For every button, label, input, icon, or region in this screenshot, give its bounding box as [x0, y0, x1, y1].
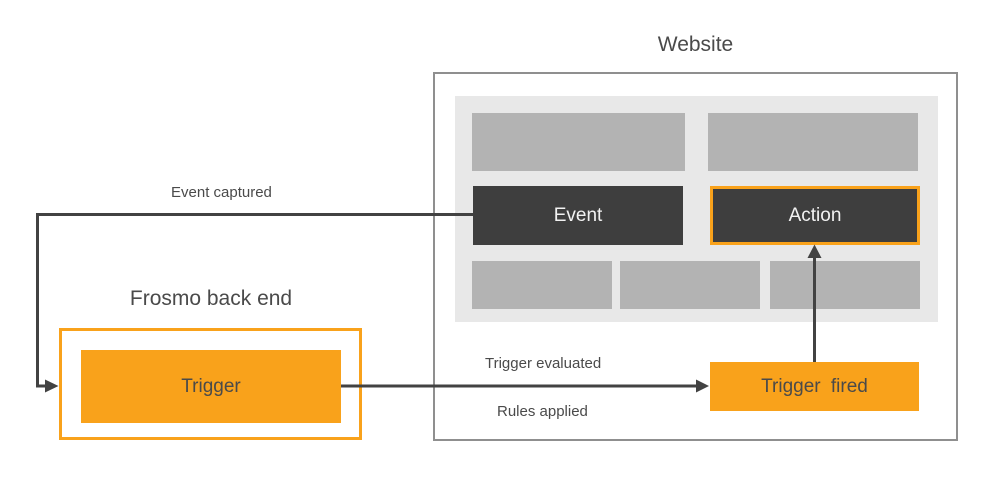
action-node-label: Action: [788, 204, 842, 226]
edge-label-event-captured: Event captured: [171, 184, 272, 201]
trigger-fired-node: Trigger fired: [710, 362, 919, 411]
action-node: Action: [710, 186, 920, 245]
trigger-node-label: Trigger: [181, 375, 241, 397]
edge-label-trigger-evaluated: Trigger evaluated: [485, 355, 602, 372]
website-title: Website: [657, 33, 734, 56]
event-node: Event: [473, 186, 683, 245]
trigger-node: Trigger: [81, 350, 341, 423]
frosmo-backend-title: Frosmo back end: [129, 287, 293, 310]
edge-label-rules-applied: Rules applied: [497, 403, 588, 420]
placeholder-block-bottom-3: [770, 261, 920, 309]
placeholder-block-top-left: [472, 113, 685, 171]
placeholder-block-bottom-1: [472, 261, 612, 309]
trigger-fired-node-label: Trigger fired: [761, 375, 868, 397]
event-node-label: Event: [553, 204, 603, 226]
placeholder-block-bottom-2: [620, 261, 760, 309]
placeholder-block-top-right: [708, 113, 918, 171]
